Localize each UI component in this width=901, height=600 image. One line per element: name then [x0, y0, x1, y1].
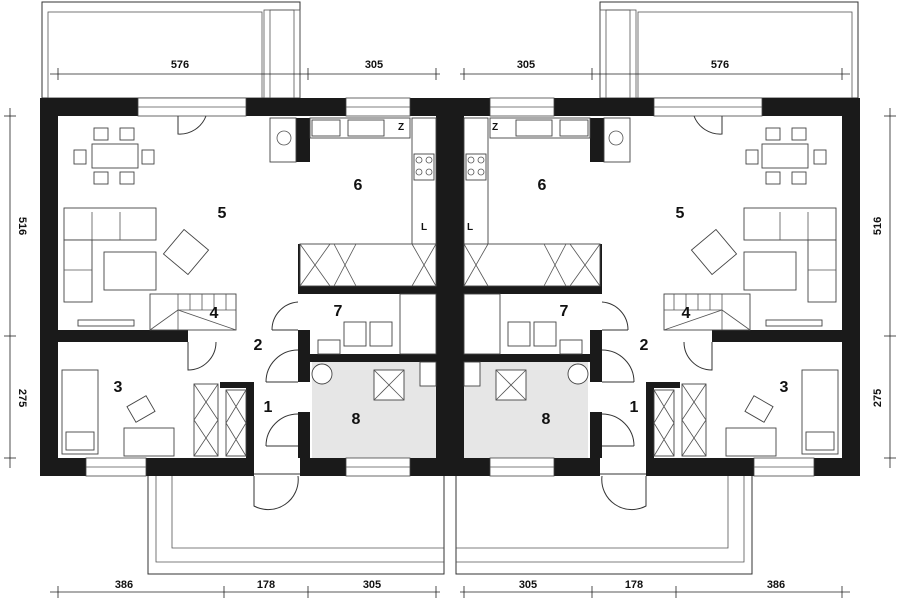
windows — [85, 97, 815, 477]
furniture-left — [61, 117, 437, 457]
room-3-label-left: 3 — [114, 379, 123, 396]
dim-bottom-6: 386 — [767, 579, 785, 591]
dimension-top: 576 305 305 576 — [50, 59, 850, 80]
room-4-label-right: 4 — [682, 305, 691, 322]
fridge-label-left: Z — [398, 122, 404, 133]
dim-top-1: 576 — [171, 59, 189, 71]
dim-left-1: 516 — [16, 217, 28, 235]
dim-right-2: 275 — [872, 389, 884, 407]
room-1-label-left: 1 — [264, 399, 273, 416]
dim-bottom-1: 386 — [115, 579, 133, 591]
dimension-left: 516 275 — [4, 108, 28, 468]
room-2-label-right: 2 — [640, 337, 649, 354]
room-8-label-right: 8 — [542, 411, 551, 428]
room-8-label-left: 8 — [352, 411, 361, 428]
room-7-label-right: 7 — [560, 303, 569, 320]
room-6-label-right: 6 — [538, 177, 547, 194]
room-7-label-left: 7 — [334, 303, 343, 320]
room-3-label-right: 3 — [780, 379, 789, 396]
dimension-bottom: 386 178 305 305 178 386 — [50, 579, 850, 598]
room-5-label-right: 5 — [676, 205, 685, 222]
terrace-top-left — [41, 1, 301, 99]
terrace-bottom-right — [455, 473, 753, 575]
dim-top-2: 305 — [365, 59, 383, 71]
dim-right-1: 516 — [872, 217, 884, 235]
dim-bottom-2: 178 — [257, 579, 275, 591]
oven-label-left: L — [421, 222, 427, 233]
room-1-label-right: 1 — [630, 399, 639, 416]
dim-top-4: 576 — [711, 59, 729, 71]
dim-top-3: 305 — [517, 59, 535, 71]
room-2-label-left: 2 — [254, 337, 263, 354]
dim-bottom-5: 178 — [625, 579, 643, 591]
fridge-label-right: Z — [492, 122, 498, 133]
oven-label-right: L — [467, 222, 473, 233]
terrace-bottom-left — [147, 473, 445, 575]
room-5-label-left: 5 — [218, 205, 227, 222]
doors — [177, 115, 723, 511]
terrace-top-right — [599, 1, 859, 99]
dim-left-2: 275 — [16, 389, 28, 407]
dim-bottom-3: 305 — [363, 579, 381, 591]
furniture-right — [463, 117, 839, 457]
room-4-label-left: 4 — [210, 305, 219, 322]
room-6-label-left: 6 — [354, 177, 363, 194]
dim-bottom-4: 305 — [519, 579, 537, 591]
walls — [40, 98, 860, 476]
dimension-right: 516 275 — [872, 108, 896, 468]
